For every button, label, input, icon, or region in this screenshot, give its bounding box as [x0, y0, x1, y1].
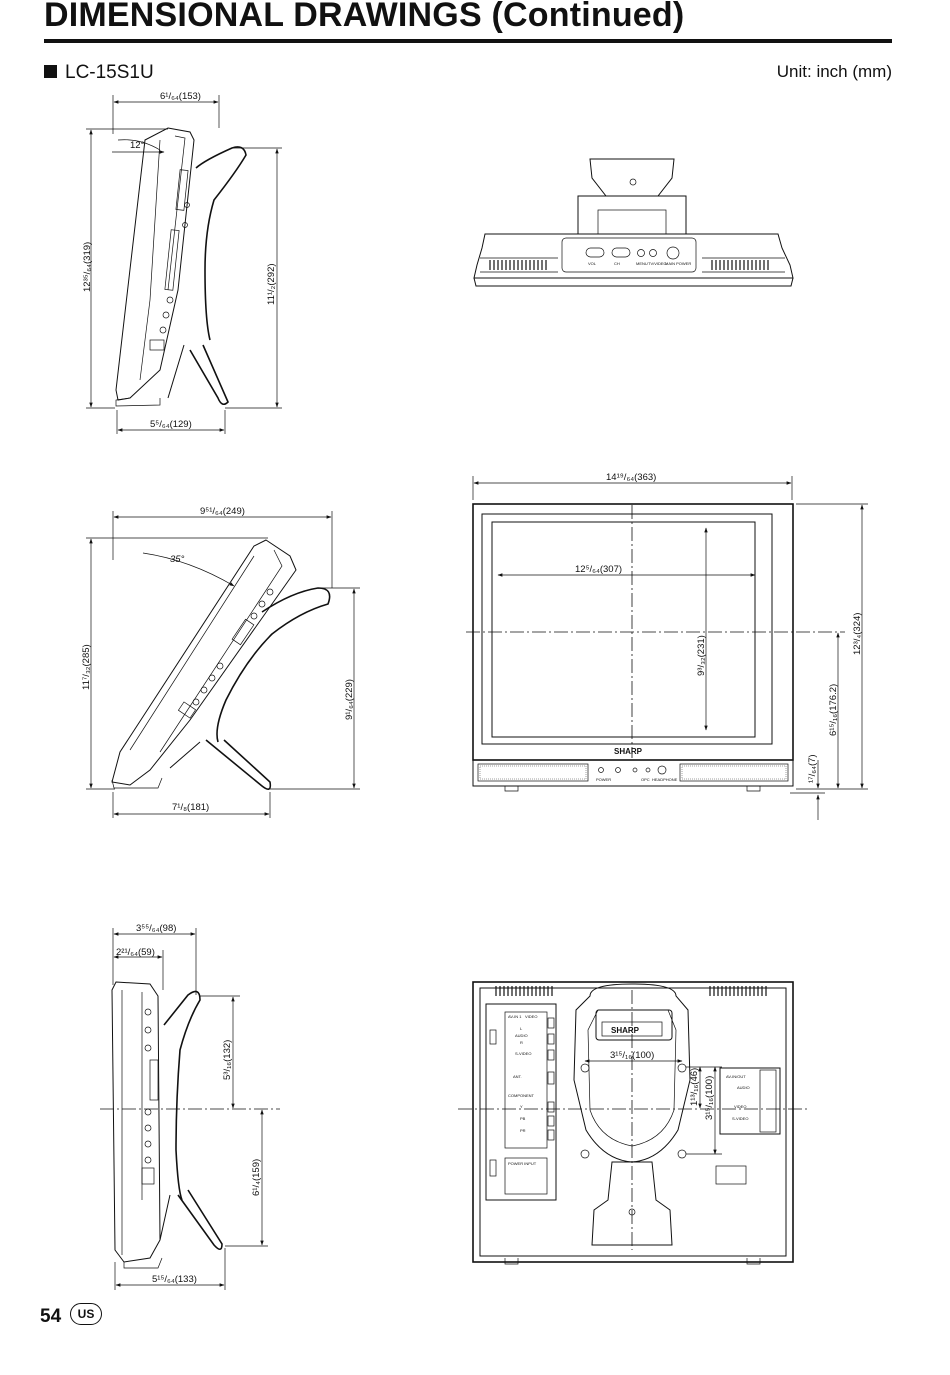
front-brand-logo: SHARP [614, 747, 643, 756]
rear-label-y: Y [520, 1104, 523, 1109]
rear-label-l: L [520, 1026, 523, 1031]
model-heading: LC-15S1U [44, 62, 154, 84]
page-title: DIMENSIONAL DRAWINGS (Continued) [44, 0, 685, 34]
front-label-headphone: HEADPHONE [652, 777, 678, 782]
side-view-35deg: 9⁵¹/₆₄(249) 11⁷/₃₂(285) 9¹/₆₄(229) 7¹/₈(… [81, 506, 360, 818]
dim-top-width-12: 6¹/₆₄(153) [160, 91, 201, 102]
rear-label-r: R [520, 1040, 523, 1045]
dim-base-depth-upright: 5¹⁵/₆₄(133) [152, 1274, 197, 1285]
rear-label-av-inout: AV-IN/OUT [726, 1074, 746, 1079]
side-view-12deg: 6¹/₆₄(153) 12³⁵/₆₄(319) 11¹/₂(292) 5⁵/₆₄… [82, 91, 282, 434]
rear-label-svideo-right: S-VIDEO [732, 1116, 748, 1121]
rear-label-component: COMPONENT [508, 1093, 535, 1098]
rear-label-ant: ANT. [513, 1074, 522, 1079]
rear-label-video: VIDEO [525, 1014, 537, 1019]
title-rule [44, 39, 892, 43]
dim-center-height: 6¹⁵/₁₆(176.2) [828, 684, 839, 736]
dim-width-inner: 2²¹/₆₄(59) [116, 947, 155, 958]
model-name: LC-15S1U [65, 62, 154, 83]
dim-screen-width: 12⁵/₆₄(307) [575, 564, 622, 575]
dim-height-total-35: 11⁷/₃₂(285) [81, 644, 92, 690]
dim-width-outer: 3⁵⁵/₆₄(98) [136, 923, 176, 934]
vent-right [702, 257, 785, 273]
dim-lower-height: 6¹/₄(159) [251, 1159, 262, 1196]
dim-base-depth-35: 7¹/₈(181) [172, 802, 209, 813]
dim-mount-height: 3¹⁵/₁₆(100) [704, 1076, 715, 1120]
dim-angle-35: 35° [170, 554, 185, 565]
rear-label-power-input: POWER INPUT [508, 1161, 537, 1166]
rear-label-video-right: VIDEO [734, 1104, 746, 1109]
dim-height-stand-12: 11¹/₂(292) [266, 263, 277, 305]
front-label-power: POWER [596, 777, 611, 782]
dim-upper-height: 5³/₁₆(132) [222, 1040, 233, 1080]
vent-left [480, 257, 558, 273]
rear-label-pb: PB [520, 1116, 526, 1121]
unit-note: Unit: inch (mm) [776, 62, 892, 81]
side-view-upright: 3⁵⁵/₆₄(98) 2²¹/₆₄(59) 5³/₁₆(132) 6¹/₄(15… [100, 923, 280, 1290]
dim-front-height: 12³/₄(324) [852, 613, 863, 655]
rear-label-svideo: S-VIDEO [515, 1051, 531, 1056]
dim-mount-width: 3¹⁵/₁₆(100) [610, 1050, 654, 1061]
black-square-icon [44, 65, 57, 78]
dim-front-width: 14¹⁹/₆₄(363) [606, 472, 656, 483]
dim-mount-offset: 1¹³/₁₆(46) [689, 1068, 700, 1106]
front-label-opc: OPC [641, 777, 650, 782]
rear-label-audio: AUDIO [515, 1033, 528, 1038]
top-label-tvvideo: TV/VIDEO [648, 261, 667, 266]
top-label-menu: MENU [636, 261, 648, 266]
dim-angle-12: 12° [130, 140, 145, 151]
top-label-vol: VOL [588, 261, 597, 266]
rear-brand-logo: SHARP [611, 1026, 640, 1035]
dim-height-stand-35: 9¹/₆₄(229) [344, 679, 355, 720]
rear-view: SHARP 3¹⁵/₁₆(100) 1¹³/₁₆(46) 3¹⁵/₁₆(100)… [458, 981, 808, 1265]
region-badge: US [70, 1303, 102, 1325]
rear-label-av-in1: AV-IN 1 [508, 1014, 522, 1019]
rear-label-audio-right: AUDIO [737, 1085, 750, 1090]
dim-screen-height: 9³/₃₂(231) [696, 635, 707, 676]
top-label-ch: CH [614, 261, 620, 266]
dim-height-total-12: 12³⁵/₆₄(319) [82, 242, 93, 292]
top-label-main-power: MAIN POWER [665, 261, 691, 266]
front-view: 14¹⁹/₆₄(363) POWER OPC HEADPHONE SHARP 1… [466, 472, 868, 820]
rear-label-pr: PR [520, 1128, 526, 1133]
page-number: 54 [40, 1306, 62, 1327]
dim-base-depth-12: 5⁵/₆₄(129) [150, 419, 192, 430]
dim-foot-height: ¹⁷/₆₄(7) [807, 754, 818, 783]
dim-top-width-35: 9⁵¹/₆₄(249) [200, 506, 245, 517]
top-view: VOL CH MENU TV/VIDEO MAIN POWER [473, 158, 794, 287]
